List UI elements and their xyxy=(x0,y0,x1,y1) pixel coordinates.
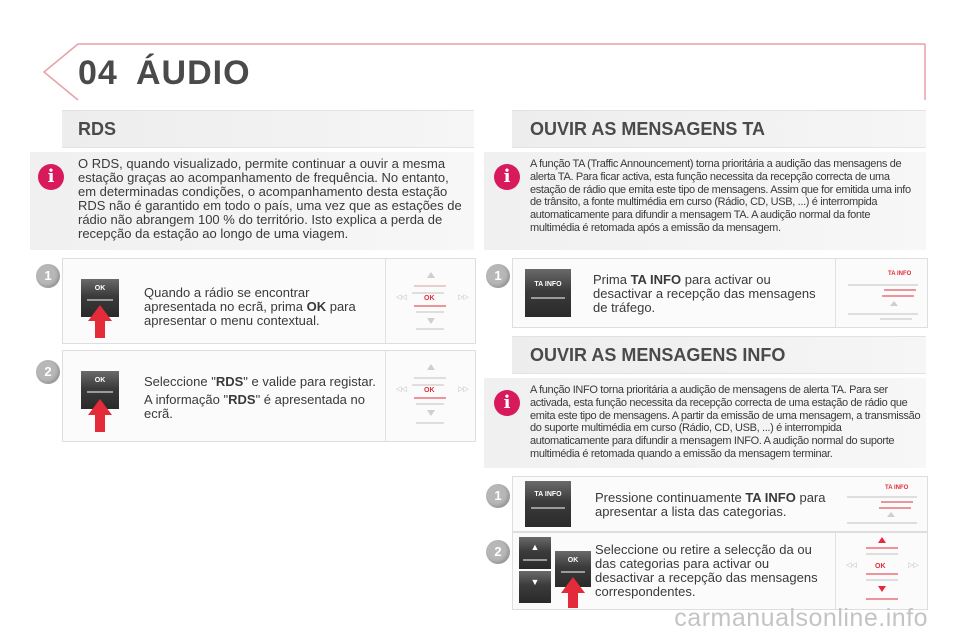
down-button[interactable]: ▼ xyxy=(519,571,551,603)
svg-text:OK: OK xyxy=(424,387,435,394)
info-title-band: OUVIR AS MENSAGENS INFO xyxy=(512,336,926,374)
svg-text:OK: OK xyxy=(875,563,886,570)
chapter-title: ÁUDIO xyxy=(136,54,251,92)
svg-text:▷▷: ▷▷ xyxy=(458,293,469,301)
ta-step1-text: Prima TA INFO para activar ou desactivar… xyxy=(593,272,816,315)
rds-step1-diagram: ◁◁ ▷▷ OK xyxy=(385,259,476,343)
rds-info-panel: i O RDS, quando visualizado, permite con… xyxy=(30,152,474,250)
step-badge-1: 1 xyxy=(36,264,60,288)
press-arrow xyxy=(561,577,585,593)
rds-title: RDS xyxy=(78,119,117,139)
ta-info-text: A função TA (Traffic Announcement) torna… xyxy=(530,158,911,234)
rds-step2-text: Seleccione "RDS" e valide para registar.… xyxy=(144,374,376,421)
ta-info-panel: i A função TA (Traffic Announcement) tor… xyxy=(484,152,926,250)
svg-text:TA INFO: TA INFO xyxy=(888,271,912,277)
svg-text:TA INFO: TA INFO xyxy=(885,485,909,491)
header-decoration xyxy=(42,43,926,101)
ta-info-button-label: TA INFO xyxy=(534,281,562,288)
svg-text:◁◁: ◁◁ xyxy=(396,293,407,301)
chapter-number: 04 xyxy=(78,54,118,92)
rds-info-text: O RDS, quando visualizado, permite conti… xyxy=(78,156,462,241)
control-diagram: ◁◁ ▷▷ OK xyxy=(396,272,469,330)
footer-watermark: carmanualsonline.info xyxy=(674,604,928,632)
info-icon: i xyxy=(494,390,520,416)
ta-info-button[interactable]: TA INFO xyxy=(525,269,571,317)
ok-button[interactable]: OK xyxy=(81,279,119,317)
info-info-text: A função INFO torna prioritária a audiçã… xyxy=(530,384,921,460)
svg-text:◁◁: ◁◁ xyxy=(846,561,857,569)
info-title: OUVIR AS MENSAGENS INFO xyxy=(530,345,786,365)
info-info-panel: i A função INFO torna prioritária a audi… xyxy=(484,378,926,468)
svg-text:OK: OK xyxy=(424,295,435,302)
ta-title-band: OUVIR AS MENSAGENS TA xyxy=(512,110,926,148)
ok-button-label: OK xyxy=(94,377,106,384)
up-arrow-icon: ▲ xyxy=(530,542,540,552)
ta-info-button[interactable]: TA INFO xyxy=(525,481,571,527)
ok-button-label: OK xyxy=(94,285,106,292)
ta-title: OUVIR AS MENSAGENS TA xyxy=(530,119,766,139)
step-badge-1: 1 xyxy=(486,264,510,288)
svg-text:▷▷: ▷▷ xyxy=(458,385,469,393)
info-step1-panel: TA INFO Pressione continuamente TA INFO … xyxy=(512,476,928,532)
ta-info-button-label: TA INFO xyxy=(534,491,562,498)
control-diagram: TA INFO xyxy=(848,271,918,320)
control-diagram: TA INFO xyxy=(847,485,917,524)
down-arrow-icon: ▼ xyxy=(530,577,540,587)
ok-button-label: OK xyxy=(567,557,579,564)
step-badge-2: 2 xyxy=(486,540,510,564)
rds-title-band: RDS xyxy=(62,110,474,148)
control-diagram: ◁◁ ▷▷ OK xyxy=(846,537,919,600)
info-icon: i xyxy=(38,164,64,190)
info-step1-diagram: TA INFO xyxy=(835,477,927,531)
press-arrow xyxy=(88,305,112,321)
svg-text:◁◁: ◁◁ xyxy=(396,385,407,393)
press-arrow xyxy=(88,399,112,415)
control-diagram: ◁◁ ▷▷ OK xyxy=(396,364,469,424)
rds-step2-diagram: ◁◁ ▷▷ OK xyxy=(385,351,476,441)
step-badge-1: 1 xyxy=(486,484,510,508)
svg-text:▷▷: ▷▷ xyxy=(908,561,919,569)
info-step2-diagram: ◁◁ ▷▷ OK xyxy=(835,533,928,609)
up-button[interactable]: ▲ xyxy=(519,537,551,569)
info-icon: i xyxy=(494,164,520,190)
ta-step1-diagram: TA INFO xyxy=(835,259,928,327)
rds-step1-panel: OK Quando a rádio se encontrar apresenta… xyxy=(62,258,476,344)
step-badge-2: 2 xyxy=(36,360,60,384)
ta-step1-panel: TA INFO Prima TA INFO para activar ou de… xyxy=(512,258,928,328)
info-step1-text: Pressione continuamente TA INFO para apr… xyxy=(595,490,826,519)
info-step2-panel: ▲ ▼ OK Seleccione ou retire a selecção d… xyxy=(512,532,928,610)
rds-step1-text: Quando a rádio se encontrar apresentada … xyxy=(144,285,356,328)
rds-step2-panel: OK Seleccione "RDS" e valide para regist… xyxy=(62,350,476,442)
info-step2-text: Seleccione ou retire a selecção da ou da… xyxy=(595,542,818,599)
